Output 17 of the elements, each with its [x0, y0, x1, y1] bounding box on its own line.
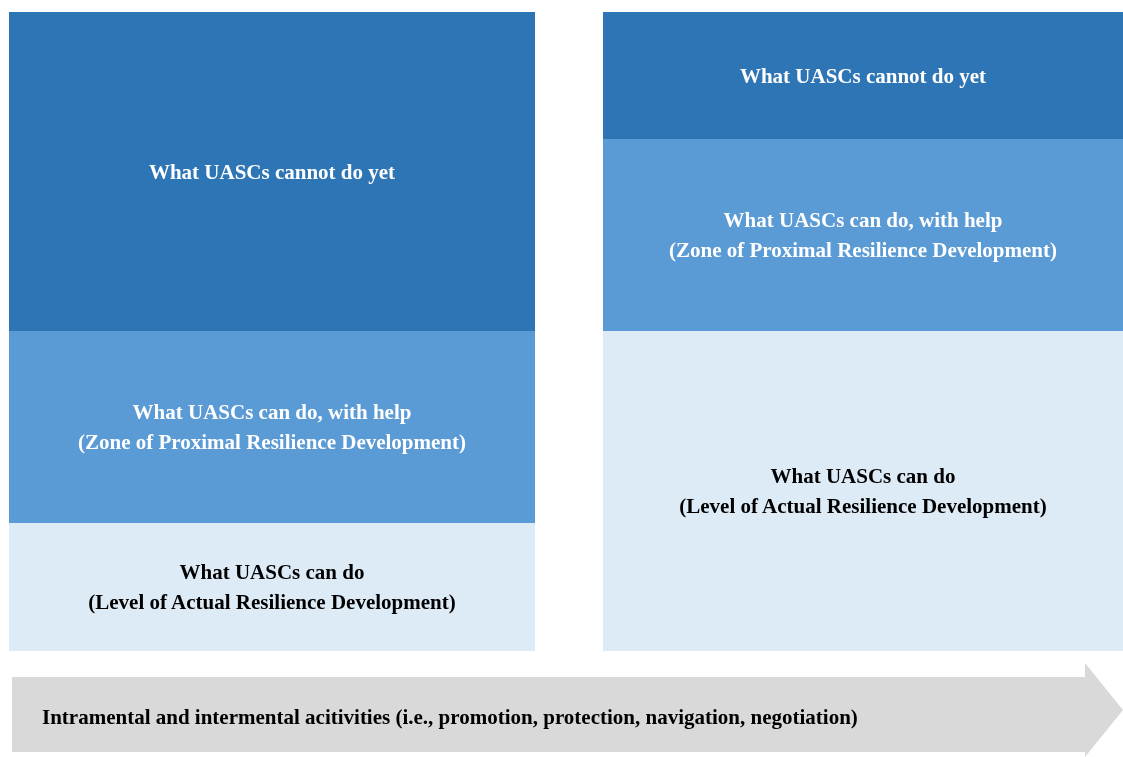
band-text: What UASCs can do [179, 559, 365, 586]
band-text: What UASCs can do, with help [132, 399, 412, 426]
middle-band [9, 331, 535, 523]
arrow-text: Intramental and intermental acitivities (i.e., promotion, protection, navigation, negotiation) [41, 704, 858, 730]
bottom-band [603, 331, 1123, 651]
top-band [603, 12, 1123, 139]
band-text: (Zone of Proximal Resilience Development) [78, 429, 466, 456]
band-text: (Zone of Proximal Resilience Development) [669, 237, 1057, 264]
bottom-band [9, 523, 535, 651]
band-text: What UASCs can do, with help [723, 207, 1003, 234]
band-text: What UASCs can do [770, 463, 956, 490]
middle-band [603, 139, 1123, 331]
top-band [9, 12, 535, 331]
band-text: What UASCs cannot do yet [148, 158, 396, 186]
band-text: (Level of Actual Resilience Development) [88, 589, 456, 616]
band-text: (Level of Actual Resilience Development) [679, 493, 1047, 520]
band-text: What UASCs cannot do yet [739, 62, 987, 90]
